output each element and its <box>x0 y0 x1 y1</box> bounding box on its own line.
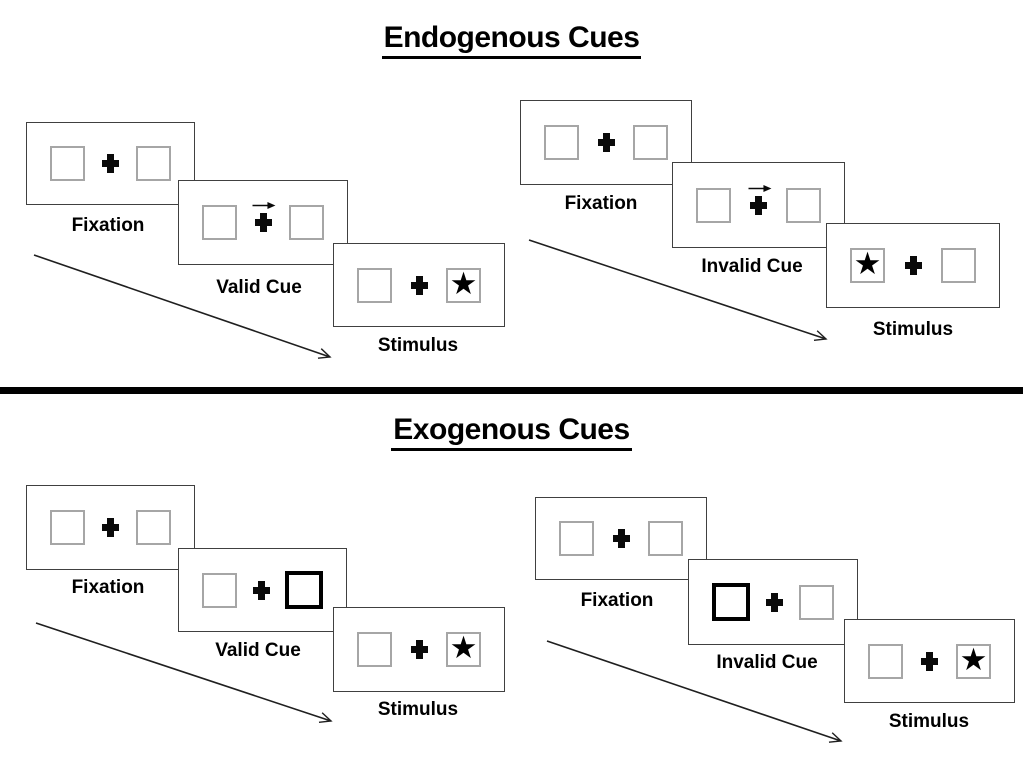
slide-label-fixation: Fixation <box>580 590 654 611</box>
placeholder-box-right <box>136 146 171 181</box>
star-icon: ★ <box>449 265 478 302</box>
placeholder-box-left <box>50 146 85 181</box>
cue-slide <box>178 548 347 632</box>
right-arrow-icon <box>252 202 276 209</box>
fixation-cross-icon <box>597 133 615 152</box>
placeholder-box-left <box>559 521 594 556</box>
fixation-cross-icon <box>254 213 272 232</box>
placeholder-box-right <box>799 584 834 620</box>
placeholder-box-right <box>633 125 668 160</box>
slide-label-stimulus: Stimulus <box>377 699 459 720</box>
fixation-slide <box>26 485 195 570</box>
cue-slide <box>688 559 858 645</box>
fixation-cross-icon <box>750 195 767 215</box>
cue-slide <box>672 162 845 248</box>
timeline-arrow <box>528 239 828 341</box>
placeholder-box-left <box>357 632 392 667</box>
stimulus-slide: ★ <box>333 607 505 692</box>
stimulus-slide: ★ <box>826 223 1000 308</box>
right-arrow-icon <box>747 184 771 192</box>
fixation-cross-icon <box>410 275 428 295</box>
placeholder-box-left <box>202 205 237 240</box>
fixation-slide <box>535 497 707 580</box>
slide-label-cue: Valid Cue <box>215 640 301 661</box>
target-box-left: ★ <box>850 248 885 283</box>
fixation-cross-icon <box>612 529 630 548</box>
placeholder-box-right <box>941 248 976 283</box>
exogenous-title: Exogenous Cues <box>391 414 632 451</box>
timeline-arrow <box>546 640 843 743</box>
slide-label-stimulus: Stimulus <box>888 711 970 732</box>
cue-slide <box>178 180 348 265</box>
slide-label-stimulus: Stimulus <box>872 319 954 340</box>
star-icon: ★ <box>853 246 882 282</box>
fixation-cross-icon <box>921 651 938 671</box>
fixation-cross-icon <box>904 256 922 275</box>
slide-label-fixation: Fixation <box>71 577 145 598</box>
placeholder-box-left <box>696 187 731 223</box>
target-box-right: ★ <box>956 641 991 679</box>
highlighted-cue-box-right <box>285 571 323 609</box>
placeholder-box-left <box>202 572 237 608</box>
slide-label-cue: Valid Cue <box>216 277 302 298</box>
timeline-arrow <box>35 622 333 723</box>
timeline-arrow <box>33 254 332 359</box>
star-icon: ★ <box>449 630 478 666</box>
placeholder-box-right <box>136 510 171 545</box>
fixation-cross-icon <box>102 154 119 173</box>
fixation-cross-icon <box>102 518 119 537</box>
placeholder-box-left <box>868 643 903 679</box>
slide-label-fixation: Fixation <box>564 193 638 214</box>
section-divider <box>0 387 1023 394</box>
placeholder-box-left <box>50 510 85 545</box>
fixation-cross-icon <box>252 580 270 600</box>
fixation-cross-icon <box>766 592 783 612</box>
endogenous-section-header: Endogenous Cues <box>0 22 1023 59</box>
endogenous-title: Endogenous Cues <box>381 22 642 59</box>
star-icon: ★ <box>959 641 988 678</box>
slide-label-fixation: Fixation <box>71 215 145 236</box>
placeholder-box-right <box>648 521 683 556</box>
placeholder-box-right <box>289 205 324 240</box>
fixation-slide <box>520 100 692 185</box>
slide-label-cue: Invalid Cue <box>716 652 818 673</box>
placeholder-box-left <box>544 125 579 160</box>
placeholder-box-left <box>357 267 392 303</box>
slide-label-stimulus: Stimulus <box>377 335 459 356</box>
placeholder-box-right <box>786 187 821 223</box>
stimulus-slide: ★ <box>333 243 505 327</box>
fixation-slide <box>26 122 195 205</box>
highlighted-cue-box-left <box>712 583 750 621</box>
target-box-right: ★ <box>446 265 481 303</box>
target-box-right: ★ <box>446 632 481 667</box>
stimulus-slide: ★ <box>844 619 1015 703</box>
fixation-cross-icon <box>410 640 428 659</box>
slide-label-cue: Invalid Cue <box>701 256 803 277</box>
exogenous-section-header: Exogenous Cues <box>0 414 1023 451</box>
